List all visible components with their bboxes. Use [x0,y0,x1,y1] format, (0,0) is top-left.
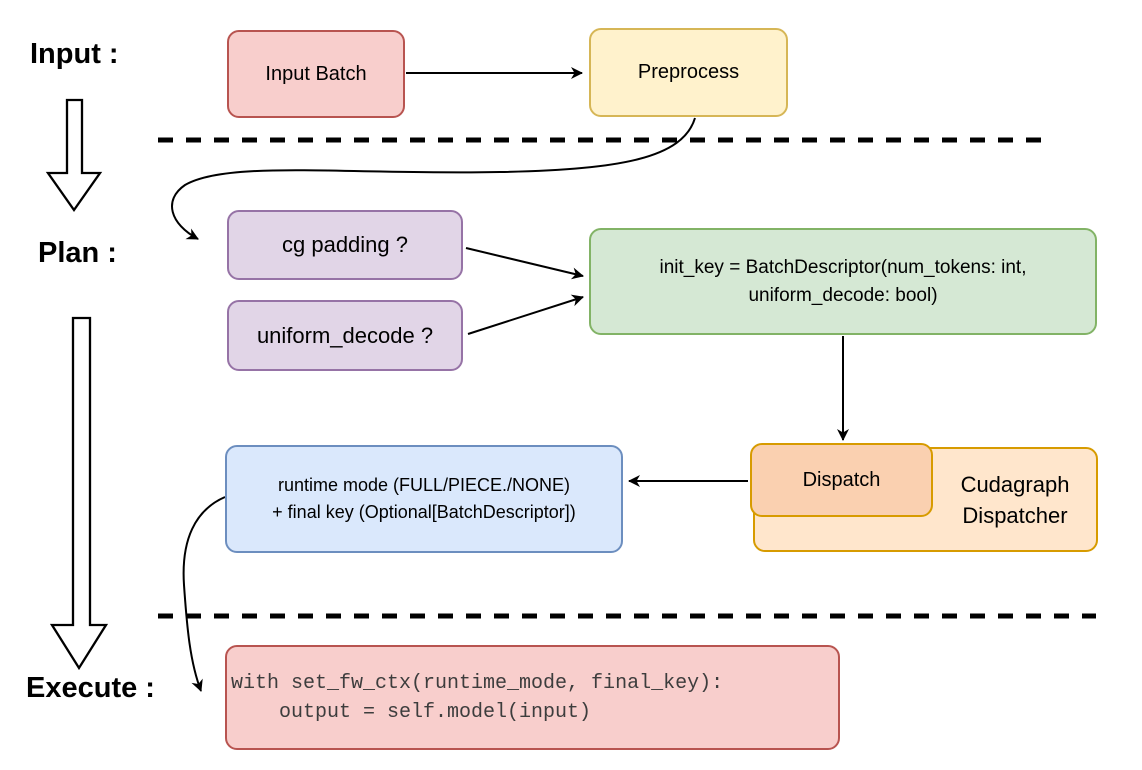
node-preprocess: Preprocess [589,28,788,117]
node-cg-padding: cg padding ? [227,210,463,280]
stage-label-input: Input : [30,38,119,70]
node-execute-code-line2: output = self.model(input) [231,700,592,724]
node-cg-padding-label: cg padding ? [282,232,408,258]
node-execute-code-line1: with set_fw_ctx(runtime_mode, final_key)… [231,671,724,695]
node-cudagraph-dispatcher-line2: Dispatcher [962,502,1068,528]
node-execute-code: with set_fw_ctx(runtime_mode, final_key)… [225,645,840,750]
node-uniform-decode: uniform_decode ? [227,300,463,371]
node-init-key-line1: init_key = BatchDescriptor(num_tokens: i… [659,256,1027,278]
arrow-runtimemode-to-execute [182,496,226,692]
node-dispatch: Dispatch [750,443,933,517]
node-init-key: init_key = BatchDescriptor(num_tokens: i… [589,228,1097,335]
node-input-batch: Input Batch [227,30,405,118]
hollow-arrow-plan-to-execute-icon [49,316,109,671]
node-runtime-mode-line2: + final key (Optional[BatchDescriptor]) [272,502,576,522]
node-runtime-mode: runtime mode (FULL/PIECE./NONE) + final … [225,445,623,553]
node-init-key-line2: uniform_decode: bool) [748,284,938,306]
arrow-uniformdecode-to-initkey [467,294,584,335]
node-input-batch-label: Input Batch [265,62,367,85]
node-dispatch-label: Dispatch [802,468,881,491]
node-cudagraph-dispatcher-label: Cudagraph Dispatcher [935,449,1095,550]
hollow-arrow-input-to-plan-icon [45,98,103,213]
stage-label-plan: Plan : [38,237,117,269]
node-runtime-mode-line1: runtime mode (FULL/PIECE./NONE) [277,475,571,495]
node-cudagraph-dispatcher-line1: Cudagraph [960,471,1070,497]
arrow-cgpadding-to-initkey [465,247,584,280]
node-preprocess-label: Preprocess [637,61,740,83]
stage-label-execute: Execute : [26,672,155,704]
node-uniform-decode-label: uniform_decode ? [256,322,434,348]
